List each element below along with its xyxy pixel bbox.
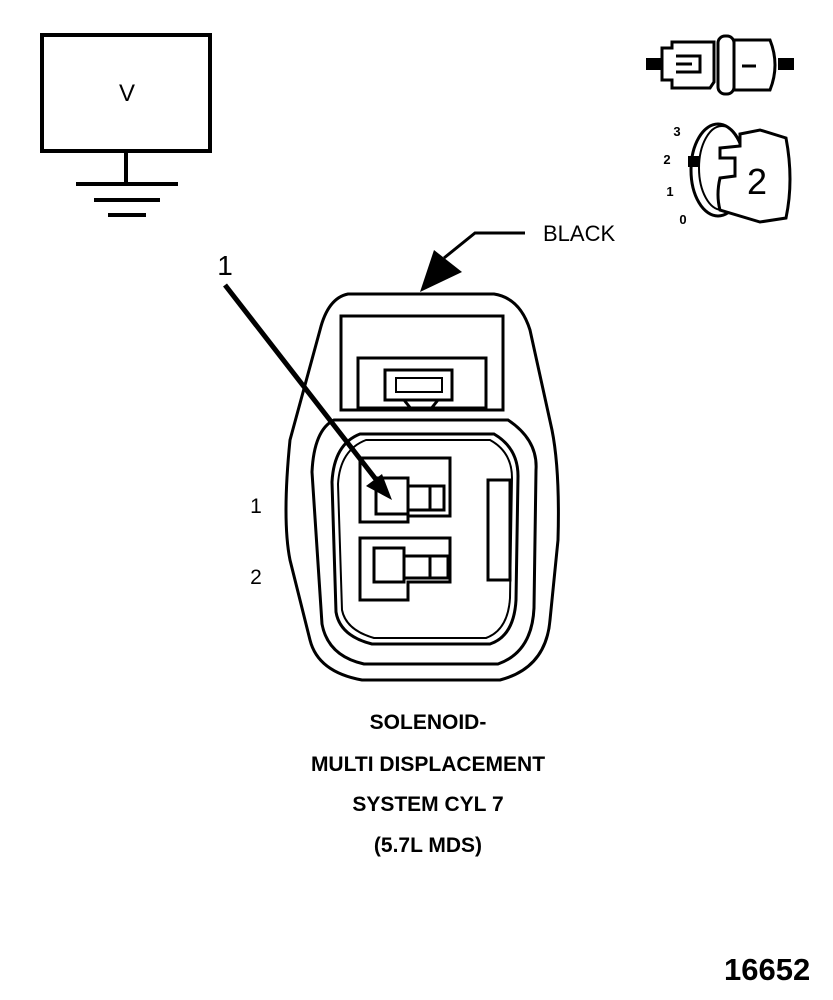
key-scale-0: 0 [679, 212, 686, 227]
key-scale-2: 2 [663, 152, 670, 167]
callout-number: 1 [217, 250, 233, 281]
caption-line-1: SOLENOID- [369, 711, 487, 734]
key-position-icon: 3 2 1 0 2 [663, 122, 792, 227]
pin-label-1: 1 [250, 495, 262, 518]
key-number: 2 [747, 161, 767, 202]
key-scale-1: 1 [666, 184, 673, 199]
color-leader [420, 231, 525, 292]
voltage-ground-symbol: V [40, 33, 212, 217]
connector-pair-icon [646, 34, 794, 96]
caption-line-4: (5.7L MDS) [373, 834, 483, 857]
key-scale-3: 3 [673, 124, 680, 139]
voltage-label: V [119, 80, 135, 107]
pin-1-callout-arrow [223, 283, 392, 500]
color-label: BLACK [543, 221, 615, 246]
caption-line-2: MULTI DISPLACEMENT [310, 753, 546, 776]
connector-body [284, 292, 560, 682]
caption-line-3: SYSTEM CYL 7 [352, 793, 504, 816]
figure-number: 16652 [724, 952, 811, 987]
pin-label-2: 2 [250, 566, 262, 589]
